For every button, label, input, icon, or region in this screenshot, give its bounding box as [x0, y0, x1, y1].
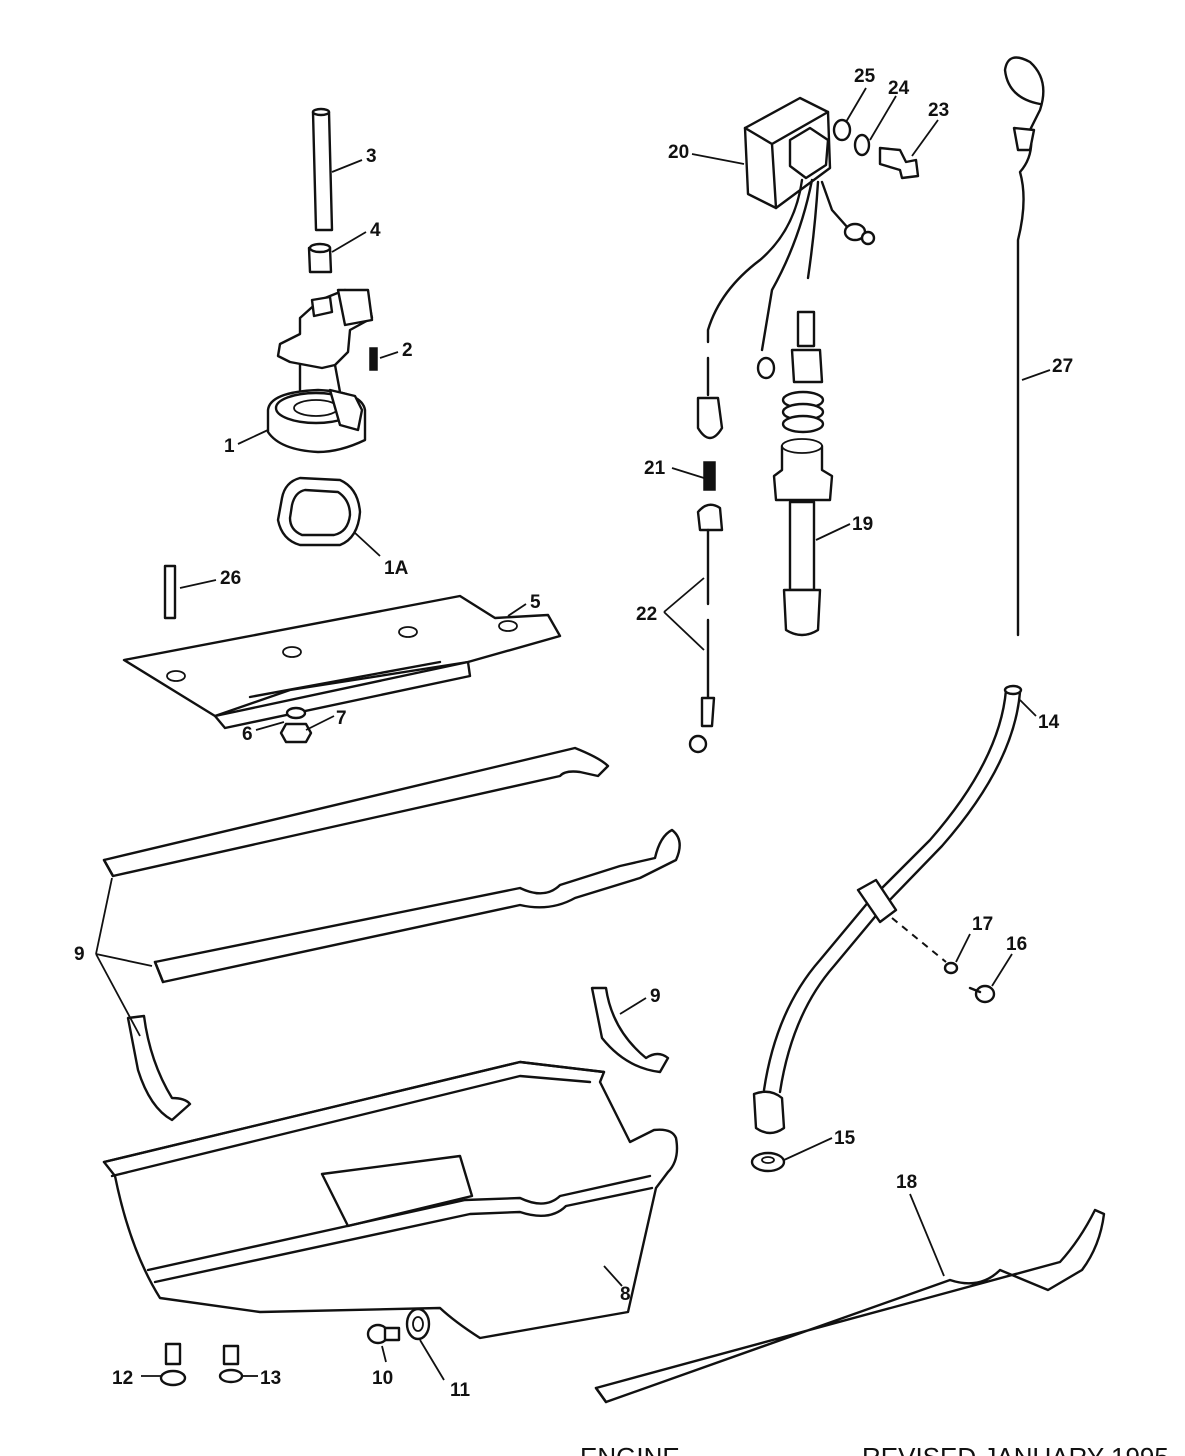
screw-part-16 [968, 984, 996, 1004]
pickup-tube-part-3 [311, 107, 334, 232]
drain-gasket-part-11 [405, 1307, 431, 1341]
callout-10: 10 [372, 1368, 393, 1389]
pump-gasket-part-1a [276, 476, 362, 547]
washer-part-24 [853, 133, 871, 157]
callout-21: 21 [644, 458, 666, 479]
washer-part-17 [943, 961, 959, 975]
drain-plug-part-10 [366, 1323, 401, 1345]
sleeve-part-4 [307, 242, 333, 274]
callout-12: 12 [112, 1368, 133, 1389]
sensor-part-19 [772, 390, 834, 637]
callout-9-right: 9 [650, 986, 661, 1007]
washer-part-25 [832, 118, 852, 142]
footer-engine-label: ENGINE [580, 1442, 680, 1456]
callout-11: 11 [450, 1380, 471, 1401]
callout-14: 14 [1038, 712, 1060, 733]
sender-wire-part-22 [688, 503, 724, 754]
oil-pump-part-1 [266, 288, 374, 454]
callout-18: 18 [896, 1172, 917, 1193]
sender-module-part-20 [706, 96, 876, 352]
nut-part-7 [279, 722, 313, 744]
bolt-part-13 [218, 1344, 244, 1384]
callout-6: 6 [242, 724, 253, 745]
callout-26: 26 [220, 568, 241, 589]
oil-pan-part-8 [102, 1060, 679, 1340]
rear-seal-right-part-9 [590, 986, 670, 1074]
gasket-part-18 [594, 1208, 1106, 1404]
dipstick-part-27 [1003, 56, 1045, 637]
pan-gasket-right-part-9 [153, 828, 681, 984]
callout-3: 3 [366, 146, 377, 167]
spacer-part-21 [703, 461, 716, 491]
callout-5: 5 [530, 592, 541, 613]
pan-gasket-left-part-9 [102, 746, 610, 878]
callout-24: 24 [888, 78, 910, 99]
callout-16: 16 [1006, 934, 1027, 955]
callout-1: 1 [224, 436, 235, 457]
windage-tray-part-5 [122, 594, 562, 730]
callout-25: 25 [854, 66, 876, 87]
leader-lines [95, 87, 1051, 1381]
footer-revision-label: REVISED JANUARY 1995 [862, 1442, 1169, 1456]
callout-2: 2 [402, 340, 413, 361]
callout-23: 23 [928, 100, 949, 121]
stud-part-26 [163, 564, 177, 620]
callout-19: 19 [852, 514, 873, 535]
callout-22: 22 [636, 604, 657, 625]
bolt-part-23 [878, 146, 920, 180]
callout-20: 20 [668, 142, 689, 163]
callout-7: 7 [336, 708, 347, 729]
callout-labels: 3 4 2 1 1A 26 5 6 7 9 9 8 10 11 12 13 14… [74, 66, 1073, 1401]
pin-part-2 [369, 347, 378, 371]
callout-15: 15 [834, 1128, 856, 1149]
sender-wire-left [696, 356, 724, 440]
bolt-part-12 [159, 1342, 187, 1387]
washer-part-6 [285, 706, 307, 720]
callout-8: 8 [620, 1284, 631, 1305]
connector-terminal [756, 310, 824, 384]
rear-seal-left-part-9 [126, 1014, 192, 1122]
dipstick-tube-part-14 [752, 684, 1023, 1135]
callout-9-left: 9 [74, 944, 85, 965]
callout-1a: 1A [384, 558, 409, 579]
tube-seal-part-15 [750, 1151, 786, 1173]
callout-13: 13 [260, 1368, 281, 1389]
callout-17: 17 [972, 914, 993, 935]
callout-27: 27 [1052, 356, 1073, 377]
callout-4: 4 [370, 220, 381, 241]
